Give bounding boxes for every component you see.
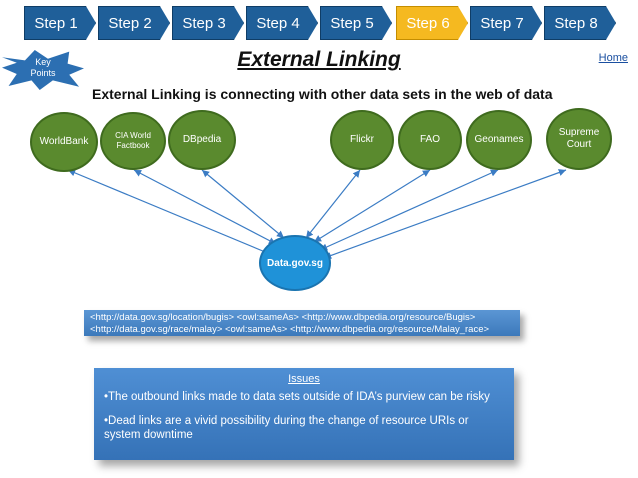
issues-title: Issues — [288, 373, 320, 385]
step-7-label: Step 7 — [480, 14, 524, 32]
link-supreme-court — [323, 169, 567, 259]
node-fao-label: FAO — [419, 134, 440, 145]
step-2-label: Step 2 — [108, 14, 152, 32]
node-data-gov-sg: Data.gov.sg — [259, 235, 331, 291]
step-6-label: Step 6 — [406, 14, 450, 32]
step-3-tab[interactable]: Step 3 — [172, 6, 244, 40]
node-flickr-label: Flickr — [350, 134, 374, 145]
step-4-tab[interactable]: Step 4 — [246, 6, 318, 40]
step-5-label: Step 5 — [330, 14, 374, 32]
page-subtitle: External Linking is connecting with othe… — [92, 86, 553, 102]
node-geonames: Geonames — [466, 110, 532, 170]
step-3-label: Step 3 — [182, 14, 226, 32]
issues-point-2: •Dead links are a vivid possibility duri… — [104, 415, 469, 441]
node-supreme-court: Supreme Court — [546, 108, 612, 170]
link-dbpedia — [201, 169, 285, 239]
node-worldbank: WorldBank — [30, 112, 98, 172]
triple-line-1: <http://data.gov.sg/location/bugis> <owl… — [90, 312, 476, 323]
step-1-label: Step 1 — [34, 14, 78, 32]
node-flickr: Flickr — [330, 110, 394, 170]
step-6-tab[interactable]: Step 6 — [396, 6, 468, 40]
node-fao: FAO — [398, 110, 462, 170]
link-worldbank — [67, 169, 271, 255]
node-worldbank-label: WorldBank — [39, 136, 89, 147]
node-dbpedia: DBpedia — [168, 110, 236, 170]
issues-point-1: •The outbound links made to data sets ou… — [104, 391, 490, 403]
step-4-label: Step 4 — [256, 14, 300, 32]
issues-box: Issues •The outbound links made to data … — [94, 368, 514, 460]
step-8-label: Step 8 — [554, 14, 598, 32]
node-supreme-court-label: Supreme Court — [558, 127, 600, 150]
link-cia-factbook — [133, 169, 277, 245]
step-8-tab[interactable]: Step 8 — [544, 6, 616, 40]
page-title: External Linking — [237, 48, 401, 71]
step-2-tab[interactable]: Step 2 — [98, 6, 170, 40]
step-5-tab[interactable]: Step 5 — [320, 6, 392, 40]
link-flickr — [305, 169, 361, 239]
triples-box: <http://data.gov.sg/location/bugis> <owl… — [84, 310, 520, 336]
node-geonames-label: Geonames — [474, 134, 524, 145]
triple-line-2: <http://data.gov.sg/race/malay> <owl:sam… — [90, 323, 490, 335]
node-data-gov-sg-label: Data.gov.sg — [267, 257, 323, 269]
step-7-tab[interactable]: Step 7 — [470, 6, 542, 40]
home-link[interactable]: Home — [598, 52, 628, 64]
node-cia-world-factbook: CIA World Factbook — [100, 112, 166, 170]
node-dbpedia-label: DBpedia — [182, 134, 222, 145]
node-cia-world-factbook-label: CIA World Factbook — [115, 131, 151, 150]
step-1-tab[interactable]: Step 1 — [24, 6, 96, 40]
link-geonames — [319, 169, 499, 251]
